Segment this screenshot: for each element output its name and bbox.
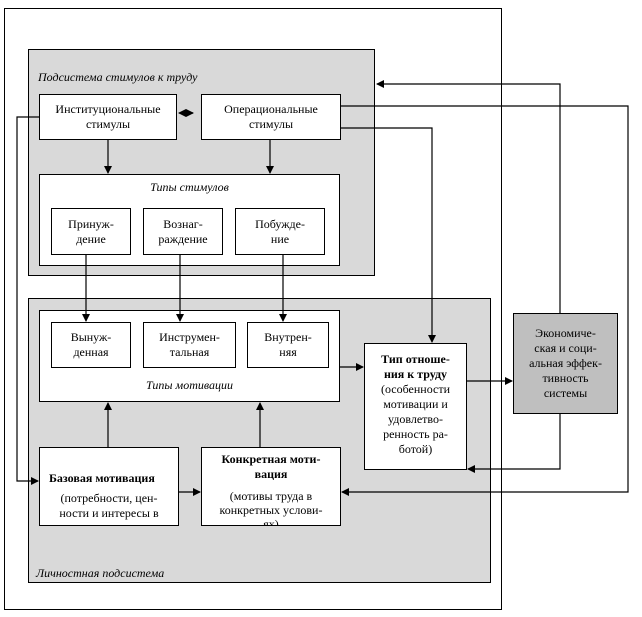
- arrow-oper-labor: [341, 127, 436, 343]
- internal-line1: Внутрен-: [264, 330, 312, 344]
- concrete-motivation-line3: ях): [263, 517, 279, 526]
- basic-motivation-box: Базовая мотивация (потребности, цен- нос…: [39, 447, 179, 526]
- labor-attitude-box: Тип отноше- ния к труду (особенности мот…: [364, 343, 467, 470]
- arrow-oper-concrete: [341, 105, 629, 496]
- instrumental-line1: Инструмен-: [159, 330, 220, 344]
- reward-box: Вознаг- раждение: [143, 208, 223, 255]
- instrumental-line2: тальная: [169, 345, 210, 359]
- instrumental-motivation-box: Инструмен- тальная: [143, 322, 236, 368]
- labor-attitude-line2: мотивации и: [383, 397, 448, 411]
- labor-attitude-line1: (особенности: [380, 382, 451, 396]
- efficiency-line3: альная эффек-: [529, 356, 602, 370]
- forced-motivation-box: Вынуж- денная: [51, 322, 131, 368]
- basic-motivation-title: Базовая мотивация: [49, 471, 155, 485]
- labor-attitude-line4: ренность ра-: [383, 427, 448, 441]
- efficiency-line2: ская и соци-: [534, 341, 597, 355]
- basic-motivation-line2: ности и интересы в: [59, 506, 159, 520]
- labor-attitude-title1: Тип отноше-: [381, 352, 450, 366]
- labor-attitude-line5: ботой): [398, 442, 433, 456]
- personal-subsystem-title: Личностная подсистема: [36, 566, 165, 580]
- basic-motivation-line1: (потребности, цен-: [60, 491, 158, 505]
- operational-line1: Операциональные: [224, 102, 318, 116]
- operational-stimuli-box: Операциональные стимулы: [201, 94, 341, 140]
- inducement-line1: Побужде-: [255, 216, 305, 231]
- efficiency-line5: системы: [543, 386, 588, 400]
- arrow-efficiency-stimuli: [376, 80, 561, 313]
- forced-line2: денная: [73, 345, 109, 359]
- institutional-line1: Институциональные: [55, 102, 161, 116]
- institutional-line2: стимулы: [85, 117, 131, 131]
- concrete-motivation-title2: вация: [254, 467, 288, 481]
- labor-attitude-title2: ния к труду: [383, 367, 448, 381]
- inducement-box: Побужде- ние: [235, 208, 325, 255]
- institutional-stimuli-box: Институциональные стимулы: [39, 94, 177, 140]
- efficiency-box: Экономиче- ская и соци- альная эффек- ти…: [513, 313, 618, 414]
- arrow-inst-basic: [16, 116, 39, 485]
- reward-line2: раждение: [158, 231, 208, 246]
- internal-line2: няя: [279, 345, 297, 359]
- efficiency-line4: тивность: [542, 371, 589, 385]
- stimuli-subsystem-title: Подсистема стимулов к труду: [38, 70, 198, 84]
- coercion-line2: дение: [76, 231, 106, 246]
- forced-line1: Вынуж-: [70, 330, 112, 344]
- operational-line2: стимулы: [248, 117, 294, 131]
- stimulus-types-title: Типы стимулов: [150, 180, 229, 194]
- coercion-box: Принуж- дение: [51, 208, 131, 255]
- arrow-efficiency-labor: [467, 414, 561, 473]
- concrete-motivation-line1: (мотивы труда в: [229, 489, 313, 503]
- efficiency-line1: Экономиче-: [535, 326, 596, 340]
- inducement-line2: ние: [270, 231, 290, 246]
- reward-line1: Вознаг-: [163, 216, 203, 231]
- concrete-motivation-box: Конкретная моти- вация (мотивы труда в к…: [201, 447, 341, 526]
- concrete-motivation-line2: конкретных услови-: [219, 503, 323, 517]
- motivation-types-title: Типы мотивации: [146, 378, 233, 392]
- labor-attitude-line3: удовлетво-: [388, 412, 443, 426]
- coercion-line1: Принуж-: [68, 216, 114, 231]
- concrete-motivation-title: Конкретная моти-: [221, 452, 321, 466]
- internal-motivation-box: Внутрен- няя: [247, 322, 329, 368]
